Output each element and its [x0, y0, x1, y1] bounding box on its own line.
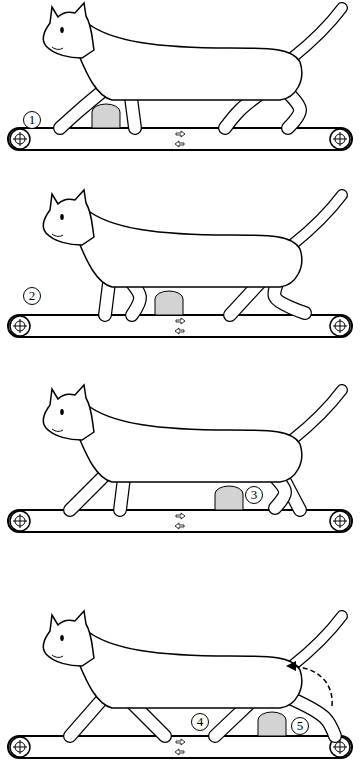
- obstacle: [155, 291, 183, 315]
- roller: [330, 316, 350, 336]
- cat-tail: [292, 616, 342, 666]
- direction-arrow: [175, 141, 184, 147]
- roller: [10, 129, 30, 149]
- cat-tail-fill: [292, 8, 342, 58]
- callout-number: 3: [245, 486, 263, 504]
- cat-leg-fill: [290, 698, 335, 736]
- cat-tail-fill: [292, 616, 342, 666]
- direction-arrow: [175, 328, 184, 334]
- cat-body: [80, 630, 302, 708]
- callout-number: 5: [291, 717, 309, 735]
- cat-tail: [292, 8, 342, 58]
- direction-arrow: [175, 749, 184, 755]
- cat-mouth: [52, 429, 63, 431]
- cat-leg: [290, 698, 335, 736]
- direction-arrow: [175, 523, 184, 529]
- callout-number: 1: [23, 111, 41, 129]
- roller: [10, 511, 30, 531]
- cat-eye: [60, 635, 64, 641]
- panel: [8, 611, 352, 758]
- cat-leg-fill: [70, 696, 105, 736]
- panel: [8, 190, 352, 337]
- direction-arrow: [176, 739, 185, 745]
- cat-eye: [60, 214, 64, 220]
- motion-arrow: [288, 666, 332, 706]
- roller: [330, 129, 350, 149]
- obstacle: [92, 104, 120, 128]
- callout-number: 2: [23, 287, 41, 305]
- roller: [330, 511, 350, 531]
- cat-body: [80, 209, 302, 287]
- roller: [10, 316, 30, 336]
- cat-head: [43, 3, 94, 58]
- cat-mouth: [52, 234, 63, 236]
- cat-tail-fill: [292, 195, 342, 245]
- obstacle: [215, 486, 243, 510]
- treadmill-belt: [8, 736, 352, 758]
- panel: [8, 385, 352, 532]
- cat-mouth: [52, 655, 63, 657]
- cat-head: [43, 190, 94, 245]
- direction-arrow: [176, 513, 185, 519]
- cat-body: [80, 404, 302, 482]
- cat-mouth: [52, 47, 63, 49]
- cat-leg: [70, 696, 105, 736]
- cat-head: [43, 385, 94, 440]
- cat-eye: [60, 27, 64, 33]
- cat-body: [80, 22, 302, 100]
- cat-tail-fill: [292, 390, 342, 440]
- direction-arrow: [176, 131, 185, 137]
- callout-number: 4: [191, 713, 209, 731]
- obstacle: [258, 712, 286, 736]
- roller: [10, 737, 30, 757]
- cat-tail: [292, 195, 342, 245]
- cat-eye: [60, 409, 64, 415]
- cat-tail: [292, 390, 342, 440]
- panel: [8, 3, 352, 150]
- direction-arrow: [176, 318, 185, 324]
- cat-head: [43, 611, 94, 666]
